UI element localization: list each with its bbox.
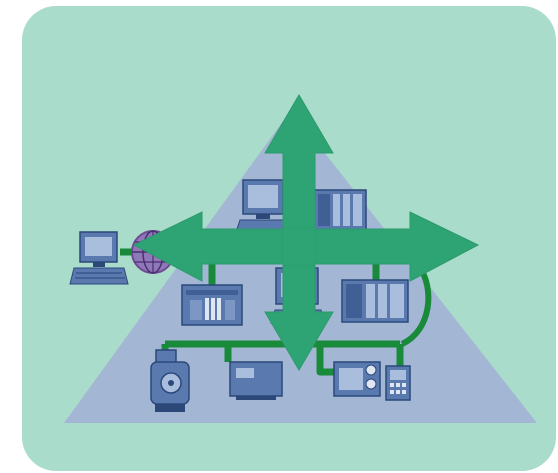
operator-panel-icon [385,365,411,401]
top-plc-rack-icon [313,189,367,231]
remote-workstation-icon [69,231,129,285]
mid-plc-rack-icon [341,279,409,323]
frequency-drive-icon [333,361,381,397]
field-bus-curve [400,266,432,347]
mid-plc-module-icon [181,284,243,326]
electric-motor-icon [150,349,190,412]
top-pc-icon [235,179,291,233]
io-module-icon [229,361,283,400]
field-bus-line [161,340,404,376]
four-way-arrow [132,94,480,371]
